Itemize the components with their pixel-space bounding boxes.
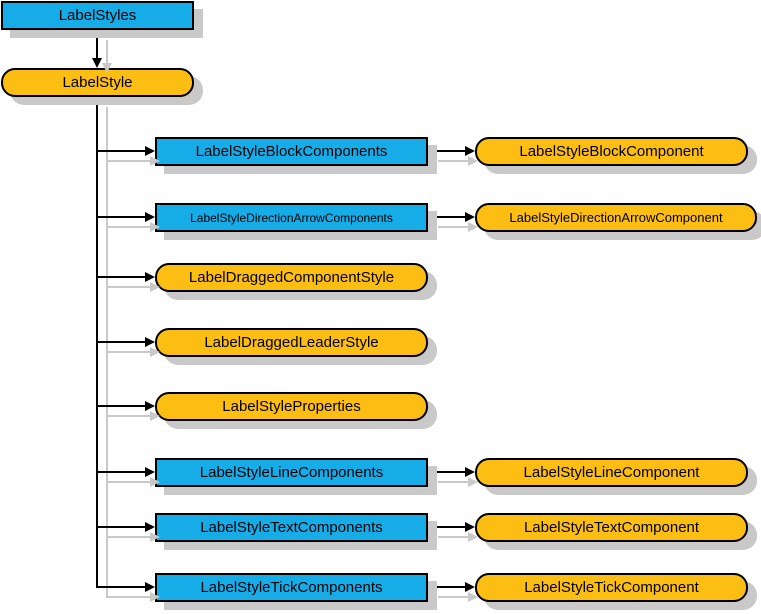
- node-label-style-line-components[interactable]: LabelStyleLineComponents: [155, 458, 428, 487]
- node-label-dragged-component-style[interactable]: LabelDraggedComponentStyle: [155, 263, 428, 292]
- arrow-right-icon: [145, 337, 155, 347]
- connector-line: [96, 405, 145, 407]
- arrow-right-icon: [465, 467, 475, 477]
- arrow-right-icon: [145, 401, 155, 411]
- connector-line: [96, 150, 145, 152]
- arrow-right-shadow-icon: [150, 532, 160, 542]
- connector-line: [96, 341, 145, 343]
- connector-line: [96, 471, 145, 473]
- connector-line: [96, 586, 145, 588]
- node-label-style-text-component[interactable]: LabelStyleTextComponent: [475, 513, 748, 542]
- connector-shadow: [106, 536, 150, 538]
- arrow-right-shadow-icon: [150, 156, 160, 166]
- connector-line: [430, 150, 465, 152]
- node-label-style-text-components[interactable]: LabelStyleTextComponents: [155, 513, 428, 542]
- arrow-right-icon: [145, 467, 155, 477]
- node-label-style-block-components[interactable]: LabelStyleBlockComponents: [155, 137, 428, 166]
- node-label-style-direction-arrow-components[interactable]: LabelStyleDirectionArrowComponents: [155, 203, 428, 232]
- arrow-down-icon: [92, 58, 102, 68]
- connector-shadow: [438, 160, 468, 162]
- arrow-right-icon: [145, 212, 155, 222]
- connector-line: [430, 216, 465, 218]
- arrow-right-icon: [465, 582, 475, 592]
- connector-line: [96, 526, 145, 528]
- arrow-right-shadow-icon: [468, 592, 478, 602]
- node-label-style-line-component[interactable]: LabelStyleLineComponent: [475, 458, 748, 487]
- connector-line: [430, 471, 465, 473]
- arrow-right-shadow-icon: [150, 592, 160, 602]
- node-label-style[interactable]: LabelStyle: [1, 68, 194, 97]
- connector-shadow: [106, 481, 150, 483]
- connector-shadow: [106, 286, 150, 288]
- arrow-right-icon: [145, 272, 155, 282]
- arrow-right-shadow-icon: [468, 156, 478, 166]
- connector-shadow: [106, 351, 150, 353]
- arrow-right-icon: [145, 522, 155, 532]
- arrow-right-shadow-icon: [150, 282, 160, 292]
- node-label-dragged-leader-style[interactable]: LabelDraggedLeaderStyle: [155, 328, 428, 357]
- arrow-right-shadow-icon: [150, 347, 160, 357]
- node-label-style-properties[interactable]: LabelStyleProperties: [155, 392, 428, 421]
- connector-line: [430, 586, 465, 588]
- node-label-style-block-component[interactable]: LabelStyleBlockComponent: [475, 137, 748, 166]
- node-label-style-direction-arrow-component[interactable]: LabelStyleDirectionArrowComponent: [475, 203, 757, 232]
- node-label-style-tick-components[interactable]: LabelStyleTickComponents: [155, 573, 428, 602]
- arrow-right-shadow-icon: [468, 222, 478, 232]
- node-label-styles[interactable]: LabelStyles: [1, 1, 194, 30]
- node-label-style-tick-component[interactable]: LabelStyleTickComponent: [475, 573, 748, 602]
- arrow-right-shadow-icon: [150, 477, 160, 487]
- arrow-right-icon: [465, 522, 475, 532]
- arrow-right-shadow-icon: [468, 477, 478, 487]
- arrow-right-icon: [145, 582, 155, 592]
- connector-shadow: [106, 596, 150, 598]
- connector-shadow: [106, 415, 150, 417]
- connector-root-shadow: [106, 40, 108, 63]
- connector-root-line: [96, 30, 98, 58]
- connector-shadow: [438, 481, 468, 483]
- connector-shadow: [438, 536, 468, 538]
- connector-shadow: [438, 226, 468, 228]
- arrow-right-shadow-icon: [150, 411, 160, 421]
- connector-shadow: [438, 596, 468, 598]
- connector-line: [96, 276, 145, 278]
- connector-shadow: [106, 226, 150, 228]
- connector-line: [430, 526, 465, 528]
- connector-line: [96, 216, 145, 218]
- connector-shadow: [106, 160, 150, 162]
- arrow-right-icon: [465, 212, 475, 222]
- arrow-right-icon: [465, 146, 475, 156]
- arrow-right-shadow-icon: [150, 222, 160, 232]
- arrow-right-icon: [145, 146, 155, 156]
- arrow-right-shadow-icon: [468, 532, 478, 542]
- arrow-down-shadow-icon: [102, 63, 112, 73]
